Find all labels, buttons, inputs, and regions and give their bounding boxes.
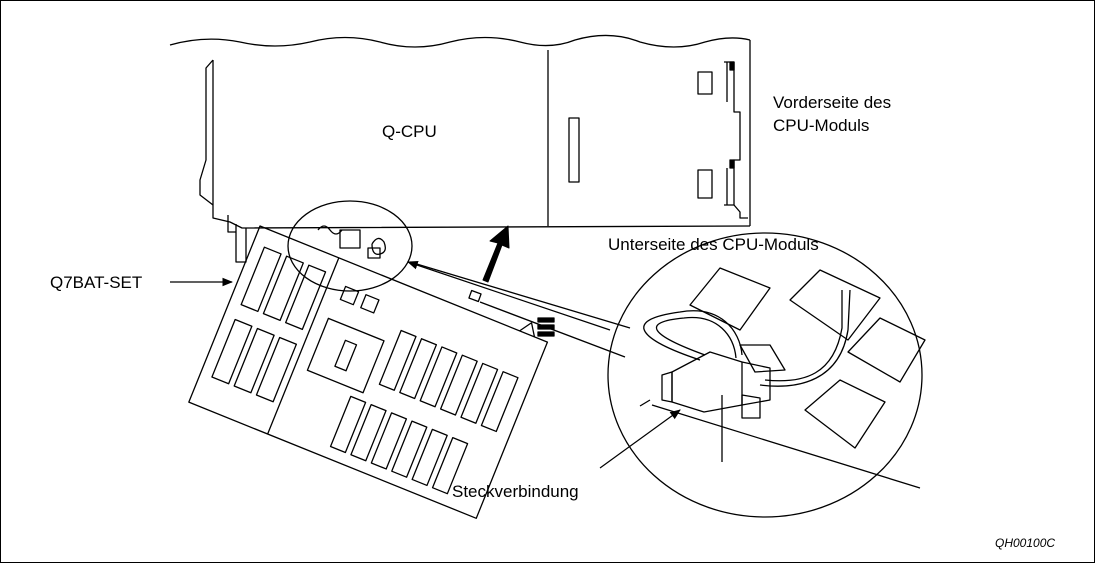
arrow-up-icon xyxy=(482,225,510,283)
board-latch xyxy=(468,289,482,303)
figure-code: QH00100C xyxy=(995,536,1055,550)
connector-detail-ellipse xyxy=(287,200,413,292)
q7bat-set-board xyxy=(188,225,549,519)
cpu-module xyxy=(169,34,751,263)
projection-line-top xyxy=(409,261,631,329)
connector-pointer-arrow xyxy=(599,409,681,469)
projection-line-bottom xyxy=(479,301,626,358)
cpu-label: Q-CPU xyxy=(382,122,437,141)
bottom-side-label: Unterseite des CPU-Moduls xyxy=(608,235,819,254)
enlarged-connector-view xyxy=(607,232,926,518)
connector-label: Steckverbindung xyxy=(452,482,579,501)
arrow-up-left-icon xyxy=(406,261,611,331)
battery-set-label: Q7BAT-SET xyxy=(50,273,142,292)
front-side-label-line2: CPU-Moduls xyxy=(773,116,869,135)
front-side-label-line1: Vorderseite des xyxy=(773,93,891,112)
